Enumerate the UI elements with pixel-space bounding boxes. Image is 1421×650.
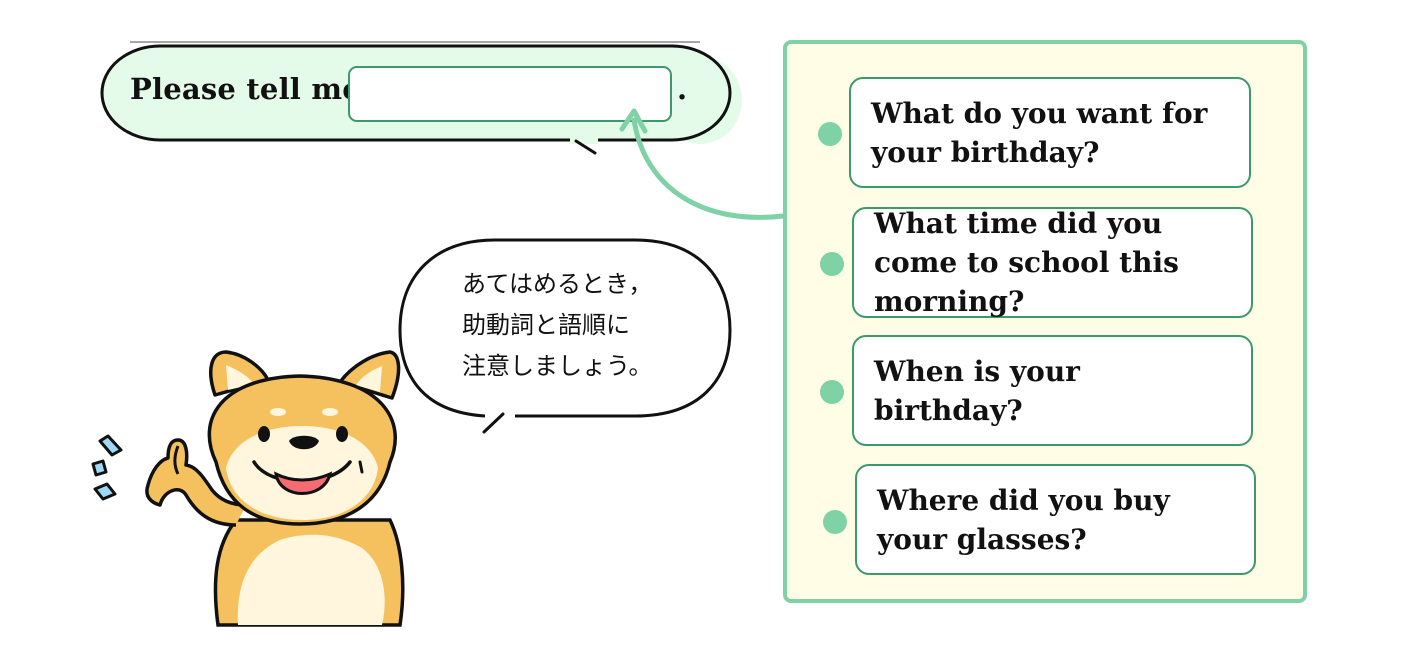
prompt-period: . [677, 72, 688, 106]
choice-label: Where did you buy your glasses? [877, 483, 1170, 556]
prompt-lead-text: Please tell me [130, 72, 361, 106]
choice-card[interactable]: What time did you come to school this mo… [852, 207, 1253, 318]
hint-line: 助動詞と語順に [462, 311, 630, 339]
choice-card[interactable]: Where did you buy your glasses? [855, 464, 1256, 575]
choice-label: What time did you come to school this mo… [874, 207, 1179, 318]
sweat-drops-icon [91, 434, 123, 501]
choice-connector-dot[interactable] [820, 252, 844, 276]
hint-line: あてはめるとき， [462, 270, 653, 298]
choice-connector-dot[interactable] [823, 510, 847, 534]
choice-card[interactable]: When is your birthday? [852, 335, 1253, 446]
choice-label: When is your birthday? [874, 354, 1080, 427]
hint-text: あてはめるとき， 助動詞と語順に 注意しましょう。 [462, 264, 702, 387]
choice-label: What do you want for your birthday? [871, 96, 1208, 169]
choice-card[interactable]: What do you want for your birthday? [849, 77, 1251, 188]
answer-input-box[interactable] [348, 66, 672, 122]
hint-line: 注意しましょう。 [462, 352, 653, 380]
choice-connector-dot[interactable] [818, 122, 842, 146]
choice-connector-dot[interactable] [820, 380, 844, 404]
